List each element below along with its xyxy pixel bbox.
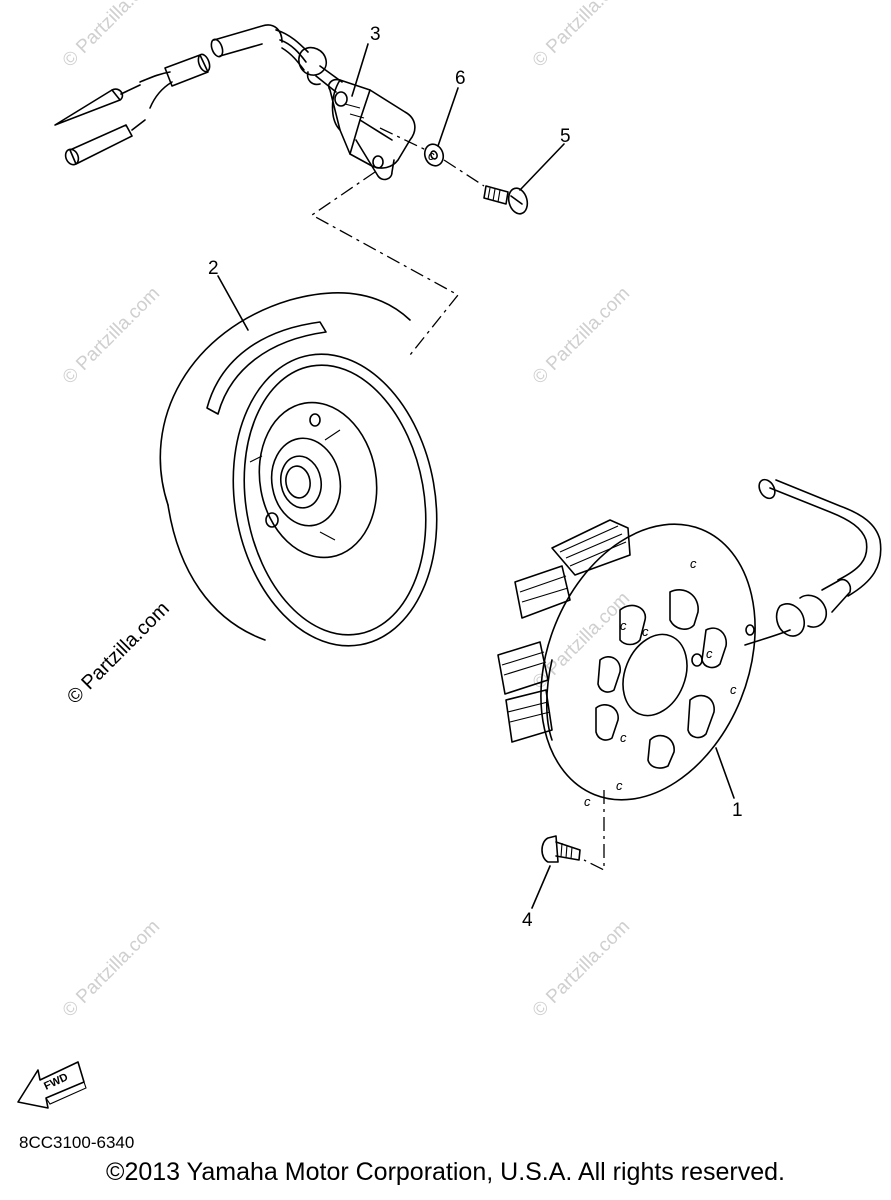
stator-mark: c [616, 778, 623, 793]
callouts: 3 6 5 2 1 4 [208, 24, 743, 931]
stator-mark: c [706, 646, 713, 661]
fwd-arrow-icon: FWD [17, 1061, 87, 1109]
watermark: © Partzilla.com [529, 0, 634, 72]
watermark-dark: © Partzilla.com [63, 598, 174, 709]
callout-6: 6 [455, 68, 466, 89]
flywheel-rotor [159, 291, 438, 647]
callout-3: 3 [370, 24, 381, 45]
watermark: © Partzilla.com [529, 916, 634, 1021]
stator-mark: c [730, 682, 737, 697]
copyright-notice: ©2013 Yamaha Motor Corporation, U.S.A. A… [106, 1158, 785, 1186]
screw-stator [541, 835, 581, 863]
watermarks: © Partzilla.com © Partzilla.com © Partzi… [59, 0, 634, 1022]
callout-2: 2 [208, 258, 219, 279]
watermark: © Partzilla.com [59, 0, 164, 72]
washer-mark: c [428, 148, 435, 163]
watermark: © Partzilla.com [59, 283, 164, 388]
stator-mark: c [690, 556, 697, 571]
alignment-lines-upper [310, 127, 485, 356]
watermark: © Partzilla.com [59, 916, 164, 1021]
screw-pickup [483, 185, 529, 215]
stator-mark: c [620, 730, 627, 745]
washer: c [423, 143, 445, 167]
part-code: 8CC3100-6340 [19, 1133, 135, 1152]
stator-assembly: c c c c c c c c [497, 478, 882, 809]
watermark: © Partzilla.com [529, 283, 634, 388]
stator-mark: c [620, 618, 627, 633]
callout-5: 5 [560, 126, 571, 147]
stator-mark: c [642, 624, 649, 639]
callout-1: 1 [732, 800, 743, 821]
pickup-coil-assembly [54, 24, 416, 181]
callout-4: 4 [522, 910, 533, 931]
stator-mark: c [584, 794, 591, 809]
alignment-lines-lower [583, 790, 605, 872]
